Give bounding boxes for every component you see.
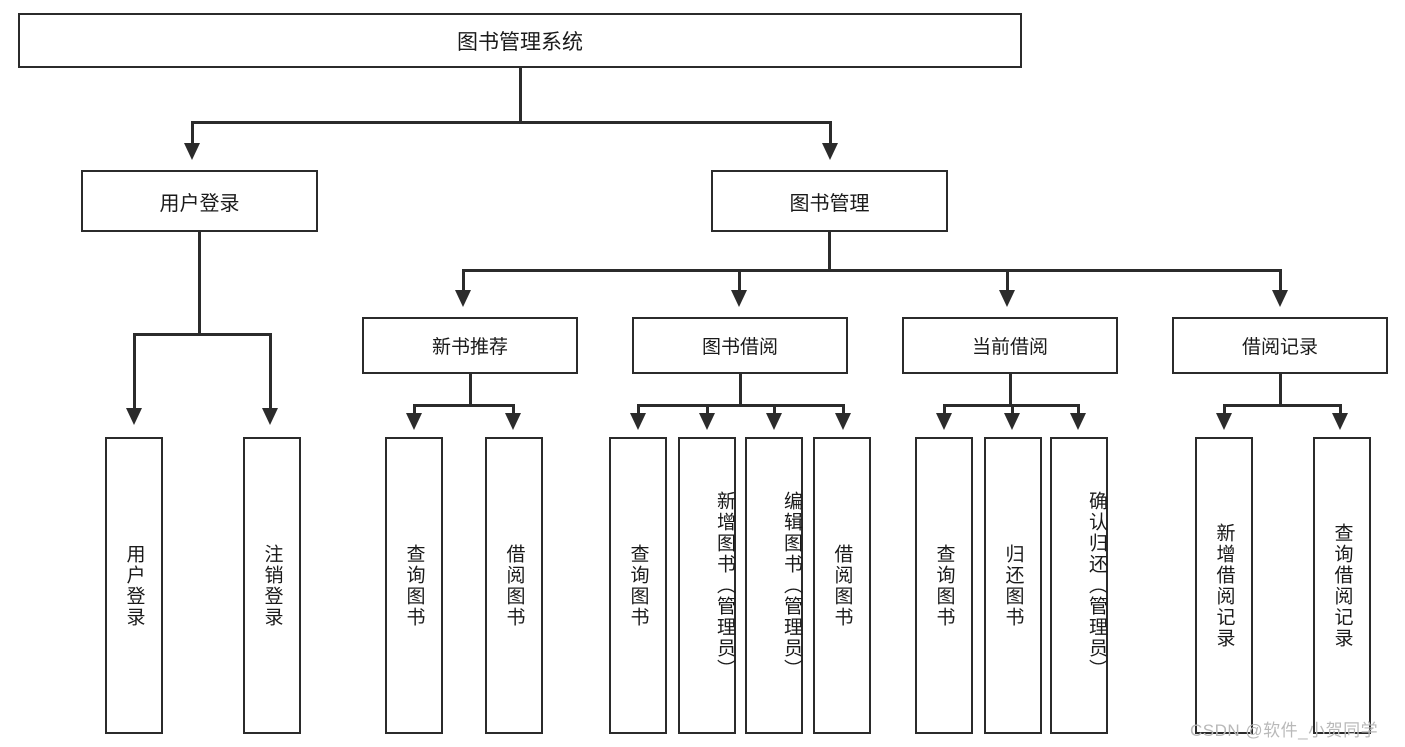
node-new-book-recommend-label: 新书推荐 (431, 337, 508, 358)
edge-user-login-to-leaf-1 (133, 333, 136, 411)
leaf-edit-book-admin[interactable]: 编辑图书（管理员） (745, 437, 803, 734)
arrow-user-login-to-leaf-1 (126, 408, 142, 425)
edge-book-mgmt-stem (828, 232, 831, 272)
edge-user-login-bar (133, 333, 272, 336)
edge-root-to-book-mgmt (829, 121, 832, 147)
leaf-borrow-books-recommend[interactable]: 借阅图书 (485, 437, 543, 734)
arrow-current-borrow-to-leaf-3 (1070, 413, 1086, 430)
arrow-borrow-records-to-leaf-1 (1216, 413, 1232, 430)
node-borrow-records-label: 借阅记录 (1241, 337, 1318, 358)
edge-root-bar (191, 121, 832, 124)
leaf-add-borrow-record[interactable]: 新增借阅记录 (1195, 437, 1253, 734)
edge-book-mgmt-bar (462, 269, 1282, 272)
edge-current-borrow-stem (1009, 374, 1012, 406)
arrow-book-mgmt-to-lvl3-3 (999, 290, 1015, 307)
node-current-borrow[interactable]: 当前借阅 (902, 317, 1118, 374)
node-user-login[interactable]: 用户登录 (81, 170, 318, 232)
node-book-management[interactable]: 图书管理 (711, 170, 948, 232)
edge-borrow-records-bar (1223, 404, 1342, 407)
edge-book-borrow-stem (739, 374, 742, 406)
edge-new-book-recommend-bar (413, 404, 515, 407)
edge-root-to-user-login (191, 121, 194, 147)
edge-current-borrow-to-leaf-2 (1011, 404, 1014, 416)
leaf-query-borrow-record-label: 查询借阅记录 (1331, 522, 1353, 649)
edge-book-mgmt-to-lvl3-2 (738, 269, 741, 293)
leaf-add-borrow-record-label: 新增借阅记录 (1213, 522, 1235, 649)
arrow-borrow-records-to-leaf-2 (1332, 413, 1348, 430)
node-user-login-label: 用户登录 (159, 192, 240, 215)
leaf-query-books-current[interactable]: 查询图书 (915, 437, 973, 734)
leaf-logout[interactable]: 注销登录 (243, 437, 301, 734)
arrow-book-borrow-to-leaf-3 (766, 413, 782, 430)
edge-user-login-to-leaf-2 (269, 333, 272, 411)
arrow-book-borrow-to-leaf-4 (835, 413, 851, 430)
leaf-borrow-books-label: 借阅图书 (831, 543, 853, 628)
node-book-borrow[interactable]: 图书借阅 (632, 317, 848, 374)
edge-borrow-records-to-leaf-2 (1339, 404, 1342, 416)
leaf-edit-book-admin-label: 编辑图书（管理员） (781, 491, 802, 680)
leaf-user-login-label: 用户登录 (123, 543, 145, 628)
leaf-user-login[interactable]: 用户登录 (105, 437, 163, 734)
arrow-new-book-recommend-to-leaf-1 (406, 413, 422, 430)
watermark: CSDN @软件_小贺同学 (1190, 721, 1379, 740)
leaf-query-books-recommend[interactable]: 查询图书 (385, 437, 443, 734)
node-current-borrow-label: 当前借阅 (971, 337, 1048, 358)
leaf-query-books-current-label: 查询图书 (933, 543, 955, 628)
leaf-borrow-books-recommend-label: 借阅图书 (503, 543, 525, 628)
edge-book-borrow-to-leaf-2 (706, 404, 709, 416)
node-book-management-label: 图书管理 (789, 192, 870, 215)
leaf-query-books-borrow-label: 查询图书 (627, 543, 649, 628)
arrow-user-login-to-leaf-2 (262, 408, 278, 425)
arrow-book-borrow-to-leaf-1 (630, 413, 646, 430)
node-borrow-records[interactable]: 借阅记录 (1172, 317, 1388, 374)
edge-new-book-recommend-to-leaf-2 (512, 404, 515, 416)
node-root-label: 图书管理系统 (457, 30, 583, 54)
edge-root-stem (519, 68, 522, 122)
leaf-query-books-recommend-label: 查询图书 (403, 543, 425, 628)
leaf-borrow-books[interactable]: 借阅图书 (813, 437, 871, 734)
arrow-book-borrow-to-leaf-2 (699, 413, 715, 430)
leaf-return-books[interactable]: 归还图书 (984, 437, 1042, 734)
leaf-confirm-return-admin-label: 确认归还（管理员） (1086, 491, 1107, 680)
leaf-add-book-admin[interactable]: 新增图书（管理员） (678, 437, 736, 734)
arrow-root-to-user-login (184, 143, 200, 160)
edge-new-book-recommend-stem (469, 374, 472, 406)
leaf-return-books-label: 归还图书 (1002, 543, 1024, 628)
edge-current-borrow-to-leaf-1 (943, 404, 946, 416)
arrow-root-to-book-mgmt (822, 143, 838, 160)
node-new-book-recommend[interactable]: 新书推荐 (362, 317, 578, 374)
edge-borrow-records-stem (1279, 374, 1282, 406)
leaf-add-book-admin-label: 新增图书（管理员） (714, 491, 735, 680)
edge-book-borrow-to-leaf-3 (773, 404, 776, 416)
edge-current-borrow-to-leaf-3 (1077, 404, 1080, 416)
edge-borrow-records-to-leaf-1 (1223, 404, 1226, 416)
edge-book-mgmt-to-lvl3-4 (1279, 269, 1282, 293)
edge-book-mgmt-to-lvl3-3 (1006, 269, 1009, 293)
arrow-book-mgmt-to-lvl3-2 (731, 290, 747, 307)
leaf-query-borrow-record[interactable]: 查询借阅记录 (1313, 437, 1371, 734)
arrow-book-mgmt-to-lvl3-1 (455, 290, 471, 307)
edge-new-book-recommend-to-leaf-1 (413, 404, 416, 416)
edge-book-borrow-to-leaf-1 (637, 404, 640, 416)
leaf-logout-label: 注销登录 (261, 543, 283, 628)
leaf-confirm-return-admin[interactable]: 确认归还（管理员） (1050, 437, 1108, 734)
leaf-query-books-borrow[interactable]: 查询图书 (609, 437, 667, 734)
arrow-current-borrow-to-leaf-1 (936, 413, 952, 430)
edge-user-login-stem (198, 232, 201, 336)
node-book-borrow-label: 图书借阅 (701, 337, 778, 358)
edge-book-borrow-bar (637, 404, 845, 407)
arrow-book-mgmt-to-lvl3-4 (1272, 290, 1288, 307)
arrow-current-borrow-to-leaf-2 (1004, 413, 1020, 430)
edge-book-borrow-to-leaf-4 (842, 404, 845, 416)
node-root[interactable]: 图书管理系统 (18, 13, 1022, 68)
edge-book-mgmt-to-lvl3-1 (462, 269, 465, 293)
arrow-new-book-recommend-to-leaf-2 (505, 413, 521, 430)
